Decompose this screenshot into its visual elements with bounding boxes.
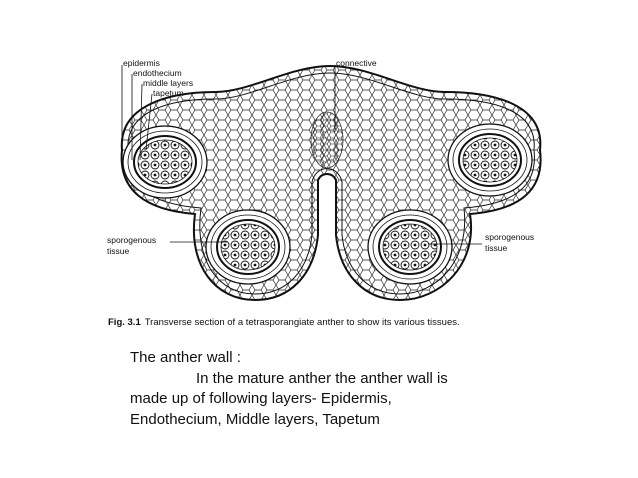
label-sporogenous-left: sporogenous — [107, 235, 157, 245]
notes-line-1: In the mature anther the anther wall is — [196, 369, 448, 387]
notes-heading: The anther wall : — [130, 349, 241, 366]
label-epidermis: epidermis — [123, 58, 160, 68]
leader-middle-layers — [139, 83, 143, 161]
leader-lines — [121, 65, 482, 245]
notes-text: The anther wall : In the mature anther t… — [130, 348, 600, 430]
locule-lower-left — [205, 209, 291, 285]
label-tissue-left: tissue — [107, 246, 130, 256]
locule-lower-right — [367, 209, 453, 285]
label-sporogenous-right: sporogenous — [485, 232, 535, 242]
anther-section-drawing — [120, 64, 542, 302]
label-tapetum: tapetum — [153, 88, 184, 98]
anther-figure: epidermis endothecium middle layers tape… — [107, 58, 542, 328]
connective-tissue — [310, 111, 344, 169]
notes-line-3: Endothecium, Middle layers, Tapetum — [130, 410, 380, 428]
caption-number: Fig. 3.1 — [108, 317, 141, 328]
notes-line-2: made up of following layers- Epidermis, — [130, 390, 392, 407]
leader-tapetum — [145, 93, 153, 151]
label-middle-layers: middle layers — [143, 78, 194, 88]
locule-upper-right — [447, 123, 533, 197]
label-tissue-right: tissue — [485, 243, 508, 253]
caption-text: Transverse section of a tetrasporangiate… — [144, 317, 460, 328]
locule-upper-left — [122, 125, 208, 199]
label-connective: connective — [336, 58, 377, 68]
label-endothecium: endothecium — [133, 68, 182, 78]
